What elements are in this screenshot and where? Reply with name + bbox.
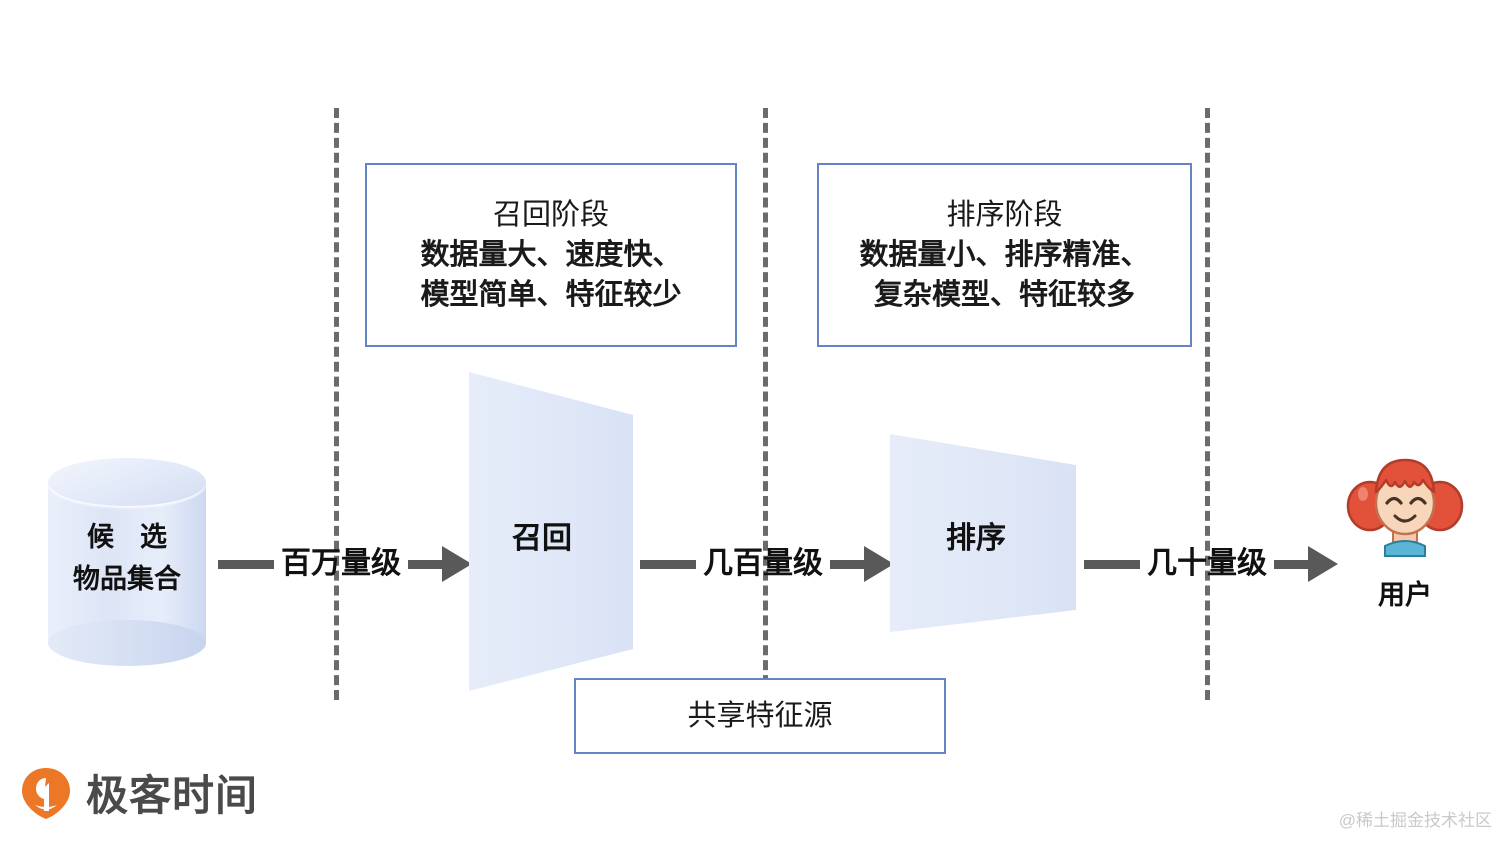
arrow-stem-tail bbox=[1274, 559, 1308, 569]
arrow-stem bbox=[1084, 559, 1140, 569]
user-endpoint: 用户 bbox=[1340, 450, 1470, 612]
brand-logo: 极客时间 bbox=[18, 762, 258, 823]
user-label: 用户 bbox=[1378, 580, 1432, 610]
ranking-stage-line-1: 数据量小、排序精准、 bbox=[859, 239, 1150, 271]
shared-feature-source-label: 共享特征源 bbox=[687, 700, 833, 732]
flow-arrow-hundreds: 几百量级 bbox=[640, 544, 894, 584]
flow-label-tens: 几十量级 bbox=[1147, 547, 1267, 580]
recall-funnel-label: 召回 bbox=[512, 522, 572, 555]
arrow-head-icon bbox=[442, 546, 472, 582]
arrow-stem bbox=[640, 559, 696, 569]
recall-funnel-shape bbox=[465, 365, 640, 700]
recall-stage-title: 召回阶段 bbox=[492, 199, 609, 231]
shared-feature-source-box: 共享特征源 bbox=[574, 678, 946, 754]
ranking-stage-title: 排序阶段 bbox=[946, 199, 1063, 231]
flow-arrow-million: 百万量级 bbox=[218, 544, 472, 584]
recall-stage-line-1: 数据量大、速度快、 bbox=[420, 239, 682, 271]
cylinder-bottom-ellipse bbox=[48, 620, 206, 666]
stage-divider-2 bbox=[763, 108, 768, 700]
flow-label-hundreds: 几百量级 bbox=[703, 547, 823, 580]
stage-divider-3 bbox=[1205, 108, 1210, 700]
datastore-label-line1-b: 选 bbox=[140, 522, 167, 552]
datastore-label-line1-a: 候 bbox=[87, 522, 114, 552]
ranking-stage-info-box: 排序阶段 数据量小、排序精准、 复杂模型、特征较多 bbox=[817, 163, 1192, 347]
cylinder-body bbox=[48, 482, 206, 644]
flow-label-million: 百万量级 bbox=[281, 547, 401, 580]
arrow-head-icon bbox=[864, 546, 894, 582]
ranking-stage-line-2: 复杂模型、特征较多 bbox=[873, 279, 1135, 311]
ranking-funnel-shape bbox=[886, 428, 1082, 640]
datastore-label-line2: 物品集合 bbox=[73, 564, 181, 594]
ranking-funnel-label: 排序 bbox=[946, 522, 1006, 555]
user-avatar-icon bbox=[1346, 458, 1464, 557]
arrow-stem bbox=[218, 559, 274, 569]
geektime-logo-icon bbox=[22, 767, 70, 819]
watermark-text: @稀土掘金技术社区 bbox=[1338, 811, 1492, 830]
arrow-stem-tail bbox=[830, 559, 864, 569]
arrow-head-icon bbox=[1308, 546, 1338, 582]
datastore-label: 候选 物品集合 bbox=[48, 516, 206, 600]
arrow-stem-tail bbox=[408, 559, 442, 569]
flow-arrow-tens: 几十量级 bbox=[1084, 544, 1338, 584]
cylinder-top-ellipse bbox=[48, 458, 206, 506]
recall-stage-line-2: 模型简单、特征较少 bbox=[420, 279, 682, 311]
recall-stage-info-box: 召回阶段 数据量大、速度快、 模型简单、特征较少 bbox=[365, 163, 737, 347]
candidate-item-set-datastore: 候选 物品集合 bbox=[48, 458, 206, 666]
stage-divider-1 bbox=[334, 108, 339, 700]
brand-name: 极客时间 bbox=[86, 772, 259, 819]
